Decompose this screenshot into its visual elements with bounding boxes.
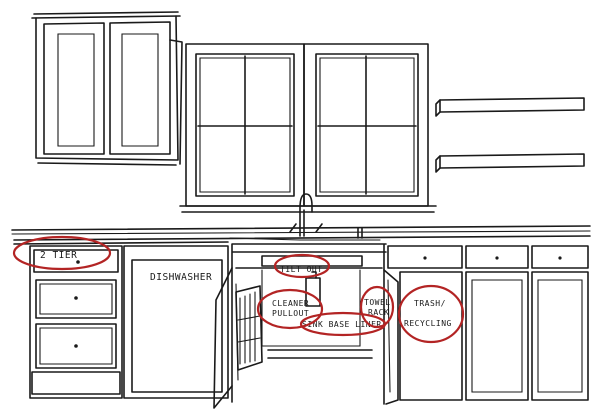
floating-shelf-lower <box>435 153 585 173</box>
callout-circle-trash-recycling <box>397 284 465 344</box>
upper-cabinet <box>31 11 183 166</box>
sink-base-cabinet <box>213 243 399 409</box>
label-cleaner-pullout-line2: PULLOUT <box>272 309 309 318</box>
callout-circle-towel-rack <box>359 285 395 329</box>
dishwasher-panel <box>123 245 229 399</box>
countertop <box>11 225 591 245</box>
floating-shelf-upper <box>435 97 585 117</box>
left-drawer-stack <box>29 245 123 399</box>
right-base-cabinets <box>387 245 589 401</box>
label-trash-line2: RECYCLING <box>404 319 452 328</box>
label-towel-rack-line2: RACK <box>368 308 389 317</box>
label-two-tier: 2 TIER <box>40 250 77 261</box>
callout-circle-cleaner-pullout <box>256 288 324 330</box>
callout-group <box>12 235 465 344</box>
label-sink-base-liner: SINK BASE LINER <box>302 320 382 329</box>
callout-circle-two-tier <box>12 235 112 271</box>
label-trash-line1: TRASH/ <box>414 299 446 308</box>
faucet <box>289 193 363 239</box>
label-dishwasher: DISHWASHER <box>150 272 212 283</box>
window-right <box>303 43 429 207</box>
callout-circle-tilt-out <box>273 253 331 279</box>
label-towel-rack-line1: TOWEL <box>364 298 391 307</box>
label-tilt-out: TILT OUT <box>280 265 323 274</box>
callout-circle-sink-base-liner <box>299 311 387 337</box>
label-cleaner-pullout-line1: CLEANER <box>272 299 309 308</box>
window-left <box>185 43 305 207</box>
window-sill <box>179 205 437 213</box>
